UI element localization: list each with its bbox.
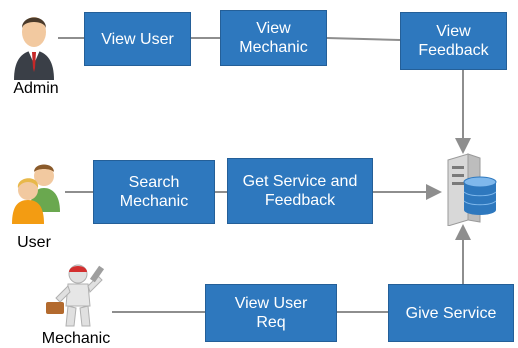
view-user-box[interactable]: View User	[84, 12, 191, 66]
database-server-icon	[440, 150, 500, 227]
admin-label: Admin	[13, 80, 59, 97]
view-feedback-box[interactable]: View Feedback	[400, 12, 507, 70]
view-user-req-box[interactable]: View User Req	[205, 284, 337, 342]
mechanic-with-wrench-icon	[44, 262, 112, 328]
connector-viewmechanic-viewfeedback	[326, 37, 401, 41]
businessman-icon	[10, 4, 58, 80]
users-icon	[10, 160, 64, 224]
get-service-feedback-box[interactable]: Get Service and Feedback	[227, 158, 373, 224]
search-mechanic-box[interactable]: Search Mechanic	[93, 160, 215, 224]
mechanic-label: Mechanic	[41, 330, 111, 347]
give-service-box[interactable]: Give Service	[388, 284, 514, 342]
view-mechanic-box[interactable]: View Mechanic	[220, 10, 327, 66]
user-label: User	[17, 234, 51, 251]
